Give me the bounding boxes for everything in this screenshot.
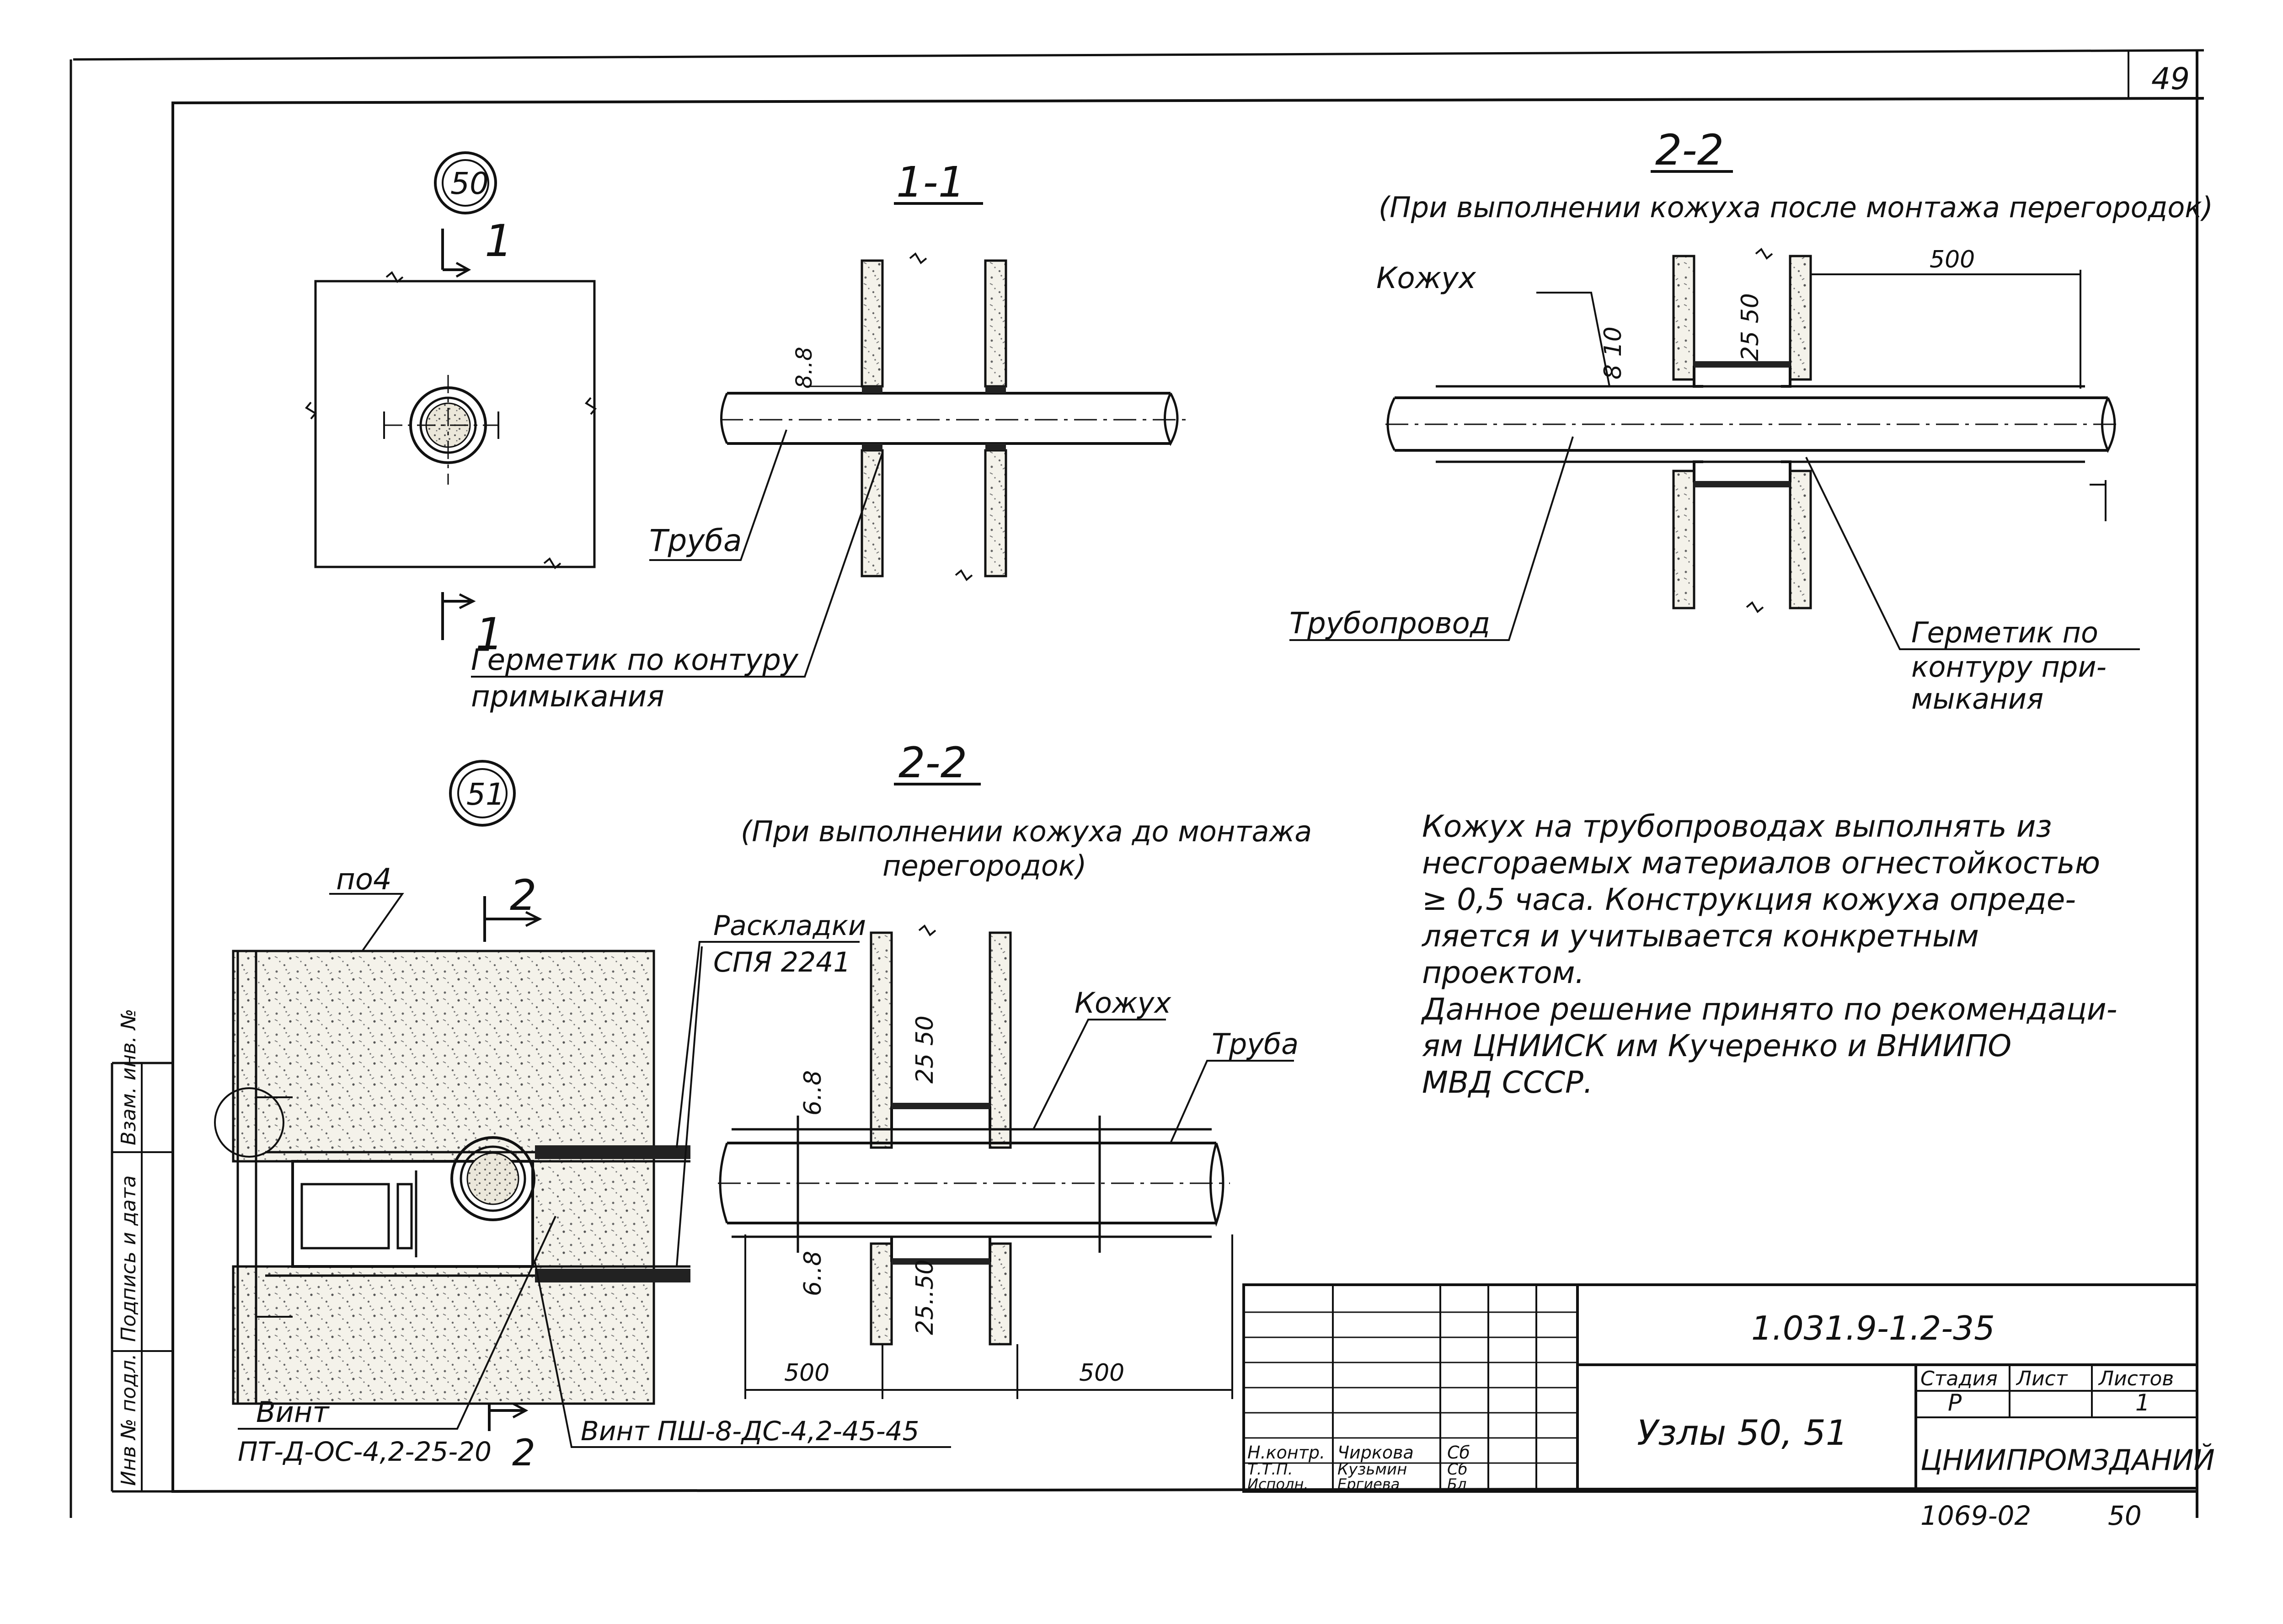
sign-role-3: Исполн.	[1247, 1475, 1309, 1493]
label-layouts-1: Раскладки	[713, 910, 866, 942]
label-po4: по4	[336, 863, 392, 897]
label-pipeline: Трубопровод	[1289, 607, 1490, 641]
page-number: 49	[2151, 61, 2190, 96]
stamp-inv-number: Инв № подл.	[117, 1353, 140, 1486]
stamp-signature-date: Подпись и дата	[117, 1175, 140, 1342]
doc-title: Узлы 50, 51	[1637, 1412, 1848, 1453]
section-2-2-subtitle-top: (При выполнении кожуха после монтажа пер…	[1379, 191, 2213, 224]
dim-500-right: 500	[1079, 1359, 1124, 1387]
sign-name-2: Кузьмин	[1337, 1460, 1407, 1479]
note-line-3: ≥ 0,5 часа. Конструкция кожуха опреде-	[1422, 882, 2076, 917]
svg-text:50: 50	[450, 166, 489, 201]
label-sealant-top-line2: контуру при-	[1911, 650, 2107, 684]
node-50-marker: 50	[434, 151, 497, 214]
section-2-2-title-top: 2-2	[1655, 126, 1724, 175]
dim-8-10: 8 10	[1599, 326, 1627, 379]
label-sealant-line1: Герметик по контуру	[471, 643, 799, 677]
stamp-replaced-inv: Взам. инв. №	[117, 1009, 140, 1145]
dim-6-8-top: 6..8	[799, 1070, 827, 1116]
note-line-1: Кожух на трубопроводах выполнять из	[1422, 809, 2052, 844]
sign-name-3: Ергиева	[1337, 1475, 1400, 1493]
node-51-marker: 51	[449, 760, 516, 827]
cut-2-bottom: 2	[512, 1432, 535, 1474]
label-screw-2: Винт ПШ-8-ДС-4,2-45-45	[581, 1416, 919, 1447]
svg-text:51: 51	[466, 777, 505, 812]
node-50-plan-view: 1 1	[305, 215, 597, 660]
label-casing-bottom: Кожух	[1075, 986, 1171, 1020]
doc-code: 1.031.9-1.2-35	[1751, 1309, 1995, 1347]
note-line-5: проектом.	[1422, 955, 1585, 990]
section-2-2-subtitle-bottom-2: перегородок)	[882, 849, 1086, 882]
sign-sig-2: Сб	[1447, 1460, 1468, 1479]
label-layouts-2: СПЯ 2241	[713, 946, 850, 978]
sign-sig-1: Сб	[1447, 1442, 1470, 1463]
stage-label: Стадия	[1920, 1367, 1998, 1390]
side-stamp: Инв № подл. Подпись и дата Взам. инв. №	[111, 1009, 173, 1493]
sheet-frame	[70, 49, 2204, 1518]
stage-value: Р	[1948, 1389, 1962, 1416]
note-line-8: МВД СССР.	[1422, 1065, 1593, 1100]
title-block: 1.031.9-1.2-35 Узлы 50, 51 Стадия Лист Л…	[1242, 1283, 2215, 1493]
dim-25-50-sec-bottom: 25..50	[911, 1260, 939, 1335]
node-51-section-2-2: 2-2 (При выполнении кожуха до монтажа пе…	[718, 738, 1312, 1399]
note-line-2: несгораемых материалов огнестойкостью	[1422, 845, 2100, 881]
notes-block: Кожух на трубопроводах выполнять из несг…	[1421, 809, 2117, 1100]
section-2-2-subtitle-bottom-1: (При выполнении кожуха до монтажа	[741, 815, 1312, 848]
label-sealant-line2: примыкания	[471, 680, 664, 714]
sign-name-1: Чиркова	[1337, 1442, 1414, 1463]
label-sealant-top-line1: Герметик по	[1911, 616, 2098, 649]
label-casing-top: Кожух	[1376, 262, 1476, 295]
note-line-7: ям ЦНИИСК им Кучеренко и ВНИИПО	[1422, 1028, 2011, 1063]
cut-2-top: 2	[510, 871, 537, 920]
label-sealant-top-line3: мыкания	[1911, 682, 2043, 716]
section-1-1-gap-dim: 8..8	[791, 347, 817, 389]
sheets-label: Листов	[2098, 1367, 2174, 1390]
organization: ЦНИИПРОМЗДАНИЙ	[1920, 1443, 2215, 1477]
dim-500-top: 500	[1930, 246, 1975, 273]
dim-500-left: 500	[784, 1359, 829, 1387]
node-50-section-1-1: 1-1 8..8 Труба Герметик по контуру примы…	[471, 158, 1189, 714]
sign-role-1: Н.контр.	[1247, 1442, 1325, 1463]
bottom-number: 50	[2108, 1500, 2142, 1531]
cut-1-top: 1	[485, 215, 513, 267]
dim-6-8-bottom: 6..8	[799, 1251, 827, 1296]
sign-role-2: Т.Т.П.	[1247, 1460, 1293, 1479]
section-1-1-title: 1-1	[896, 158, 965, 207]
dim-25-50-sec-top: 25 50	[911, 1015, 939, 1084]
cut-1-bottom: 1	[476, 609, 503, 660]
label-screw-1-title: Винт	[256, 1395, 330, 1429]
note-line-4: ляется и учитывается конкретным	[1421, 919, 1979, 954]
node-51-plan-view: по4 2 2 Раскладки СПЯ 2241 Винт	[214, 863, 951, 1474]
note-line-6: Данное решение принято по рекомендаци-	[1421, 992, 2117, 1027]
label-pipe: Труба	[649, 523, 742, 558]
bottom-code: 1069-02	[1920, 1500, 2031, 1531]
sheet-label: Лист	[2016, 1367, 2068, 1390]
section-2-2-title-bottom: 2-2	[898, 738, 967, 787]
sign-sig-3: Бл	[1447, 1475, 1466, 1493]
sheets-value: 1	[2135, 1389, 2150, 1416]
label-pipe-bottom: Труба	[1212, 1027, 1299, 1061]
label-screw-1-code: ПТ-Д-ОС-4,2-25-20	[238, 1436, 492, 1467]
dim-25-50-top: 25 50	[1737, 293, 1764, 361]
node-50-section-2-2: 2-2 (При выполнении кожуха после монтажа…	[1289, 126, 2213, 716]
